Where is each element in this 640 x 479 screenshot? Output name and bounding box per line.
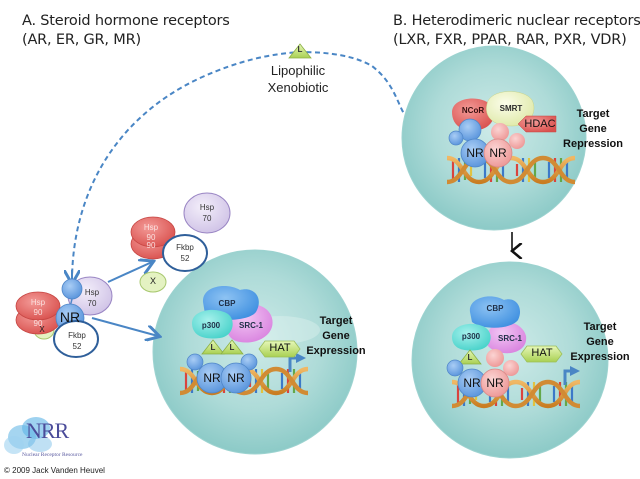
nucleus-b-bottom-contents xyxy=(446,296,580,406)
released-hsp70-line2: 70 xyxy=(202,214,212,223)
nuc-a-outcome-line3: Expression xyxy=(306,345,366,357)
nuc-a-cbp-label: CBP xyxy=(218,299,236,308)
nuc-b-bottom-outcome: Target Gene Expression xyxy=(562,320,638,365)
panel-a-title: A. Steroid hormone receptors xyxy=(22,13,230,29)
released-hsp90-line1: Hsp xyxy=(143,223,159,232)
nuc-b-bottom-nr-right: NR xyxy=(486,376,504,390)
released-fkbp-label: Fkbp 52 xyxy=(168,242,202,264)
nuc-a-outcome-line1: Target xyxy=(319,315,353,327)
cyto-hsp90-label: Hsp 90 90 xyxy=(22,298,54,329)
cyto-hsp70-line2: 70 xyxy=(87,299,97,308)
nuc-b-ncor-label: NCoR xyxy=(461,106,485,115)
cyto-fkbp-line2: 52 xyxy=(72,342,82,351)
cyto-complex xyxy=(15,276,113,358)
nuc-a-p300-label: p300 xyxy=(201,321,221,330)
released-hsp70-line1: Hsp xyxy=(199,203,215,212)
release-arrow xyxy=(107,262,152,283)
nrr-logo xyxy=(4,417,52,454)
nuc-b-p300-label: p300 xyxy=(461,332,481,341)
nuc-a-outcome-line2: Gene xyxy=(322,330,350,342)
nuc-a-ligand-2: L xyxy=(229,343,235,352)
ligand-label-line1: Lipophilic xyxy=(270,63,326,78)
copyright: © 2009 Jack Vanden Heuvel xyxy=(4,466,105,475)
ligand-label: Lipophilic Xenobiotic xyxy=(258,62,338,96)
panel-b-title: B. Heterodimeric nuclear receptors xyxy=(393,13,640,29)
ligand-symbol: L xyxy=(297,45,303,54)
nuc-b-bottom-nr-left: NR xyxy=(463,376,481,390)
nuc-a-src1-label: SRC-1 xyxy=(238,321,263,330)
cyto-hsp70-label: Hsp 70 xyxy=(78,287,106,309)
nuc-a-ligand-1: L xyxy=(210,343,216,352)
panel-a-subtitle: (AR, ER, GR, MR) xyxy=(22,32,141,48)
cyto-hsp90-line1: Hsp xyxy=(30,298,46,307)
nuc-b-bottom-outcome-line3: Expression xyxy=(570,351,630,363)
ligand-label-line2: Xenobiotic xyxy=(267,80,329,95)
cyto-nr-label: NR xyxy=(59,309,81,325)
released-fkbp-line2: 52 xyxy=(180,254,190,263)
released-hsp70 xyxy=(183,192,231,234)
nuc-b-top-outcome-line3: Repression xyxy=(563,138,623,150)
cyto-x-label: X xyxy=(39,325,45,334)
nuc-b-hat-label: HAT xyxy=(531,347,553,359)
panel-b-subtitle: (LXR, FXR, PPAR, RAR, PXR, VDR) xyxy=(393,32,627,48)
nuc-b-ligand: L xyxy=(467,353,473,362)
released-hsp90-line2: 90 xyxy=(146,233,156,242)
nuc-b-top-nr-right: NR xyxy=(489,146,507,160)
nuc-a-outcome: Target Gene Expression xyxy=(298,314,374,359)
nuc-b-top-outcome-line2: Gene xyxy=(579,123,607,135)
logo-name: Nuclear Receptor Resource xyxy=(22,452,83,458)
logo-mark: NRR xyxy=(26,418,69,443)
cyto-fkbp-line1: Fkbp xyxy=(68,331,86,340)
released-x-label: X xyxy=(149,276,156,286)
cyto-hsp90-bottom: 90 xyxy=(33,319,43,328)
nuc-b-top-outcome: Target Gene Repression xyxy=(555,107,631,152)
nuc-b-bottom-outcome-line2: Gene xyxy=(586,336,614,348)
cyto-hsp90-line2: 90 xyxy=(33,308,43,317)
cyto-fkbp-label: Fkbp 52 xyxy=(62,330,92,352)
released-hsp70-label: Hsp 70 xyxy=(190,202,224,224)
translocation-arrow xyxy=(91,317,158,336)
nuc-b-smrt-label: SMRT xyxy=(499,104,523,113)
nucleus-b-top-contents xyxy=(447,91,575,182)
nuc-b-bottom-outcome-line1: Target xyxy=(583,321,617,333)
nuc-a-nr-left: NR xyxy=(203,371,221,385)
nuc-b-top-nr-left: NR xyxy=(466,146,484,160)
nuc-a-nr-right: NR xyxy=(227,371,245,385)
released-hsp90-label: Hsp 90 90 xyxy=(136,223,166,251)
released-fkbp52 xyxy=(162,234,208,272)
nucleus-a-contents xyxy=(180,286,308,393)
ligand-triangle-icon xyxy=(288,43,312,59)
nuc-b-hdac-label: HDAC xyxy=(524,118,556,130)
nuc-b-src1-label: SRC-1 xyxy=(497,334,522,343)
released-x xyxy=(139,271,167,293)
released-hsp90-bottom: 90 xyxy=(146,241,156,250)
nuc-b-cbp-label: CBP xyxy=(486,304,504,313)
nucleus-b-bottom xyxy=(411,261,609,459)
nuc-a-hat-label: HAT xyxy=(269,342,291,354)
cyto-hsp70-line1: Hsp xyxy=(84,288,100,297)
released-fkbp-line1: Fkbp xyxy=(176,243,194,252)
nuc-b-top-outcome-line1: Target xyxy=(576,108,610,120)
